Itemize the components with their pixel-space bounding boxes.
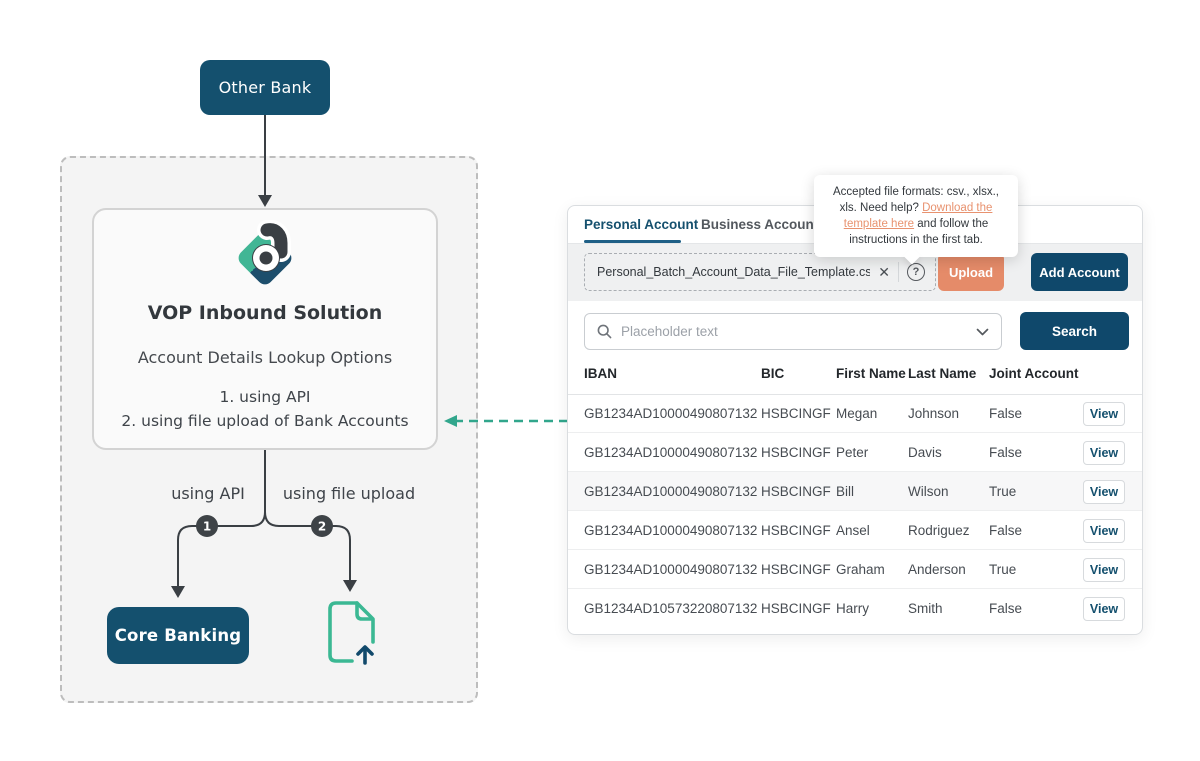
file-dropzone[interactable]: Personal_Batch_Account_Data_File_Templat… [584, 253, 936, 291]
branch-number-2: 2 [318, 520, 326, 534]
cell-last-name: Johnson [908, 406, 960, 421]
file-upload-icon [326, 600, 378, 666]
table-row: GB1234AD10000490807132 HSBCINGF Ansel Ro… [568, 511, 1142, 550]
view-button[interactable]: View [1083, 596, 1125, 621]
cell-iban: GB1234AD10000490807132 [584, 562, 758, 577]
cell-last-name: Rodriguez [908, 523, 970, 538]
column-header-first-name: First Name [836, 366, 906, 381]
cell-first-name: Ansel [836, 523, 870, 538]
view-button[interactable]: View [1083, 557, 1125, 582]
help-icon[interactable]: ? [907, 263, 925, 281]
core-banking-label: Core Banking [114, 626, 242, 645]
cell-first-name: Megan [836, 406, 878, 421]
cell-first-name: Harry [836, 601, 869, 616]
table-row: GB1234AD10000490807132 HSBCINGF Peter Da… [568, 433, 1142, 472]
view-button[interactable]: View [1083, 479, 1125, 504]
cell-bic: HSBCINGF [761, 601, 831, 616]
cell-bic: HSBCINGF [761, 406, 831, 421]
table-header: IBAN BIC First Name Last Name Joint Acco… [568, 366, 1142, 394]
cell-joint-account: True [989, 562, 1017, 577]
tooltip-suffix: and follow the instructions in the first… [849, 218, 989, 246]
chevron-down-icon[interactable] [976, 328, 989, 336]
cell-joint-account: False [989, 601, 1023, 616]
cell-first-name: Peter [836, 445, 869, 460]
view-button[interactable]: View [1083, 401, 1125, 426]
remove-file-icon[interactable]: ✕ [878, 264, 890, 280]
account-panel: Personal Account Business Account Person… [567, 205, 1143, 635]
cell-iban: GB1234AD10000490807132 [584, 484, 758, 499]
tab-personal-account[interactable]: Personal Account [584, 217, 699, 232]
cell-bic: HSBCINGF [761, 484, 831, 499]
cell-bic: HSBCINGF [761, 523, 831, 538]
divider [898, 262, 899, 282]
brand-logo-icon [233, 219, 297, 286]
branch-number-1: 1 [203, 520, 211, 534]
cell-iban: GB1234AD10000490807132 [584, 406, 758, 421]
tooltip-prefix: Need help? [860, 202, 923, 214]
cell-joint-account: False [989, 406, 1023, 421]
cell-joint-account: True [989, 484, 1017, 499]
cell-last-name: Davis [908, 445, 942, 460]
cell-last-name: Wilson [908, 484, 949, 499]
table-row: GB1234AD10000490807132 HSBCINGF Bill Wil… [568, 472, 1142, 511]
card-option-file-upload: 2. using file upload of Bank Accounts [121, 412, 409, 430]
download-template-link[interactable]: Download the template here [843, 202, 993, 230]
branch-label-api: using API [171, 484, 245, 503]
upload-button[interactable]: Upload [938, 253, 1004, 291]
cell-first-name: Graham [836, 562, 885, 577]
header-divider [568, 394, 1142, 395]
add-account-button[interactable]: Add Account [1031, 253, 1128, 291]
table-row: GB1234AD10000490807132 HSBCINGF Megan Jo… [568, 394, 1142, 433]
other-bank-node: Other Bank [200, 60, 330, 115]
other-bank-label: Other Bank [218, 78, 312, 97]
core-banking-node: Core Banking [107, 607, 249, 664]
search-input[interactable] [621, 324, 967, 339]
search-icon [597, 324, 612, 339]
cell-iban: GB1234AD10573220807132 [584, 601, 758, 616]
column-header-joint-account: Joint Account [989, 366, 1079, 381]
search-box[interactable] [584, 313, 1002, 350]
cell-joint-account: False [989, 523, 1023, 538]
dashed-link-arrow-icon [444, 415, 568, 427]
cell-last-name: Anderson [908, 562, 966, 577]
active-tab-underline [584, 240, 681, 243]
tooltip-line1: Accepted file formats: csv., xlsx., xls. [833, 186, 999, 214]
tab-business-account[interactable]: Business Account [701, 217, 819, 232]
cell-bic: HSBCINGF [761, 562, 831, 577]
view-button[interactable]: View [1083, 440, 1125, 465]
branch-label-file-upload: using file upload [282, 484, 416, 503]
view-button[interactable]: View [1083, 518, 1125, 543]
column-header-last-name: Last Name [908, 366, 977, 381]
search-button[interactable]: Search [1020, 312, 1129, 350]
cell-last-name: Smith [908, 601, 943, 616]
uploaded-file-name: Personal_Batch_Account_Data_File_Templat… [597, 265, 871, 279]
help-tooltip: Accepted file formats: csv., xlsx., xls.… [814, 175, 1018, 257]
cell-iban: GB1234AD10000490807132 [584, 523, 758, 538]
table-row: GB1234AD10573220807132 HSBCINGF Harry Sm… [568, 589, 1142, 628]
branch-connector: 1 2 [171, 450, 357, 598]
cell-iban: GB1234AD10000490807132 [584, 445, 758, 460]
column-header-iban: IBAN [584, 366, 617, 381]
cell-bic: HSBCINGF [761, 445, 831, 460]
table-row: GB1234AD10000490807132 HSBCINGF Graham A… [568, 550, 1142, 589]
cell-first-name: Bill [836, 484, 855, 499]
column-header-bic: BIC [761, 366, 785, 381]
card-subtitle: Account Details Lookup Options [137, 348, 393, 367]
card-title: VOP Inbound Solution [147, 302, 383, 324]
table-body: GB1234AD10000490807132 HSBCINGF Megan Jo… [568, 394, 1142, 628]
cell-joint-account: False [989, 445, 1023, 460]
card-option-api: 1. using API [219, 388, 311, 406]
arrow-down-icon [258, 115, 272, 207]
